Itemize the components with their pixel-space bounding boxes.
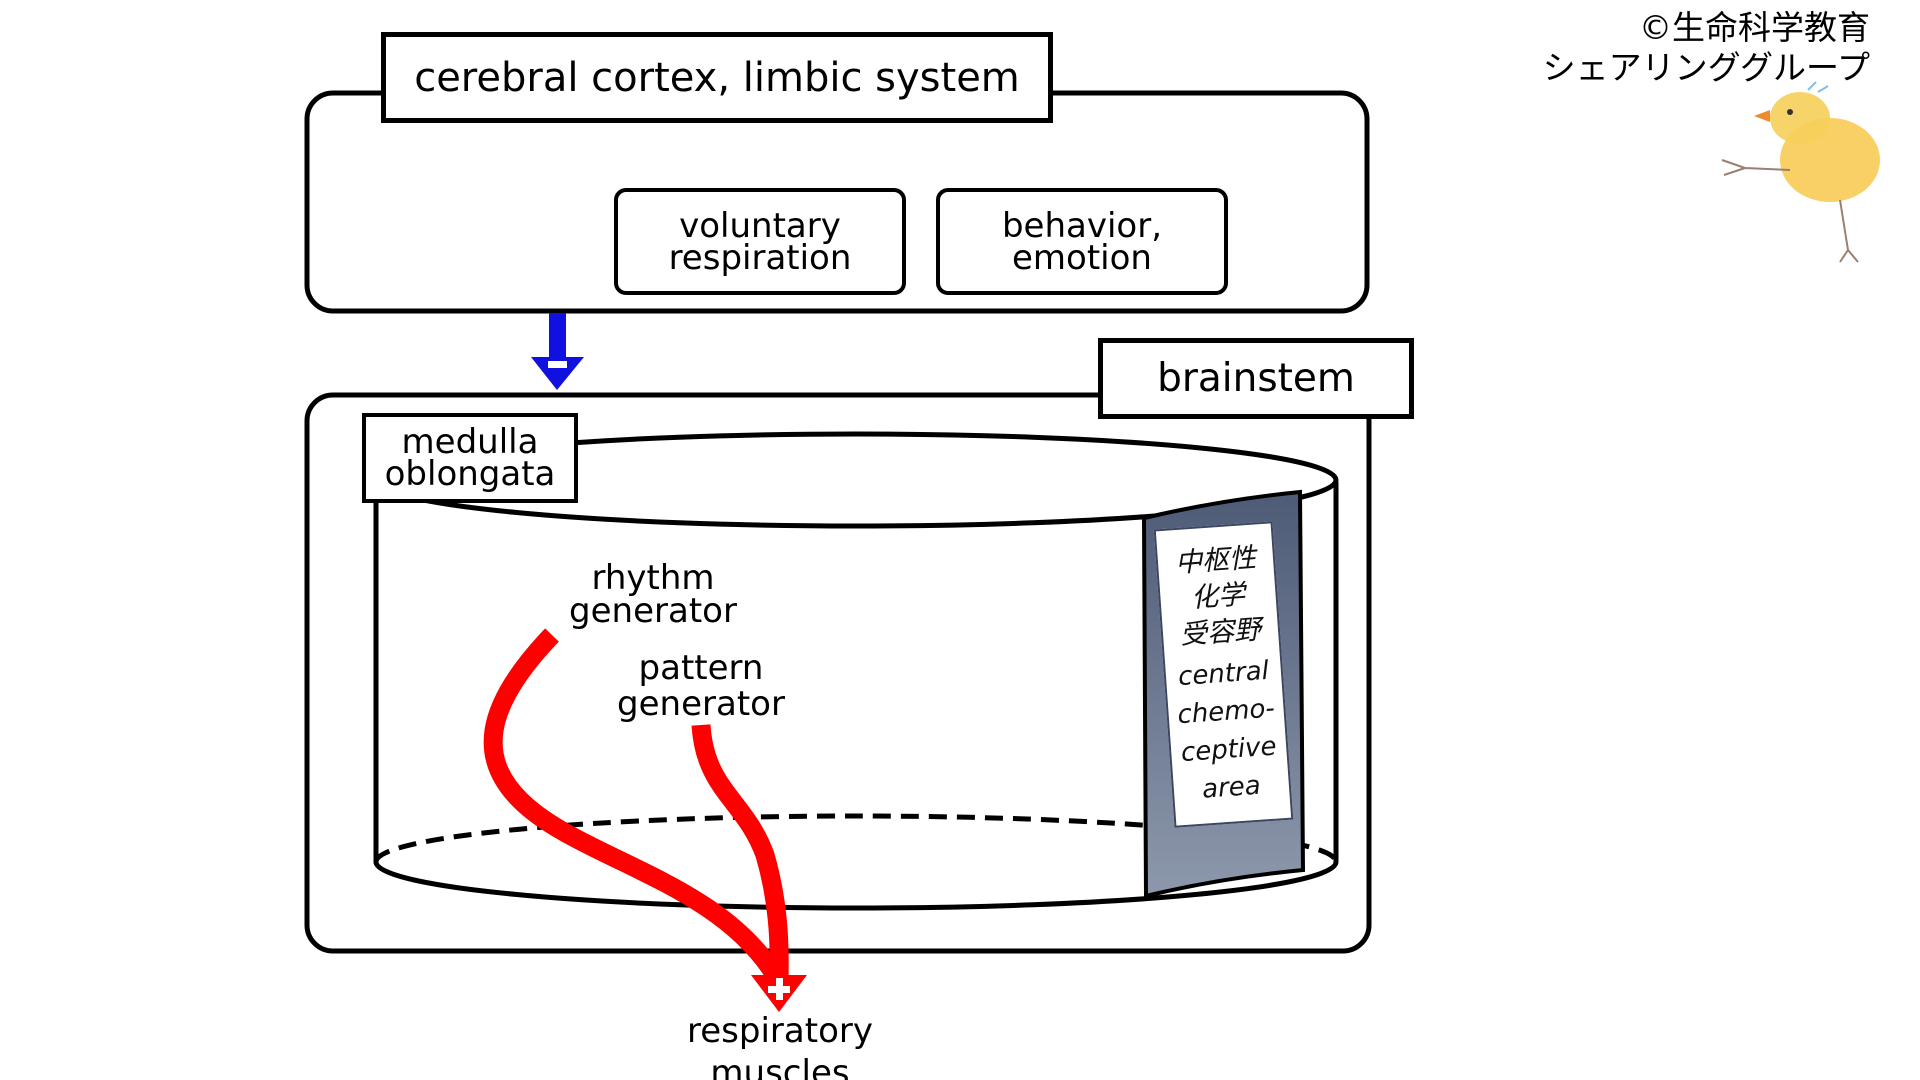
voluntary-respiration-box: voluntary respiration [614,188,906,295]
brainstem-title: brainstem [1157,356,1355,401]
voluntary-respiration-label: voluntary respiration [668,205,852,278]
chemoceptive-area-jp-label: 中枢性 化学 受容野 [1174,541,1263,651]
rhythm-generator-path [483,628,787,985]
behavior-emotion-box: behavior, emotion [936,188,1228,295]
inhibitory-arrow [531,313,584,390]
chemoceptive-area-en-label: central chemo- ceptive area [1176,655,1278,805]
central-chemoceptive-area-card: 中枢性 化学 受容野 central chemo- ceptive area [1153,521,1294,828]
brainstem-title-box: brainstem [1098,338,1414,419]
pattern-generator-label: pattern generator [617,648,785,724]
pattern-generator-path [691,724,789,981]
medulla-oblongata-label: medulla oblongata [384,422,556,494]
copyright-line-1: ©生命科学教育 [1639,8,1870,47]
behavior-emotion-label: behavior, emotion [1001,205,1163,278]
copyright-notice: ©生命科学教育 シェアリンググループ [1543,8,1870,88]
brainstem-region-box [304,392,1372,954]
medulla-oblongata-box: medulla oblongata [362,413,578,503]
copyright-line-2: シェアリンググループ [1542,48,1870,87]
excitatory-arrowhead [751,975,807,1012]
respiratory-muscles-label: respiratory muscles [687,1011,873,1080]
cortex-title-box: cerebral cortex, limbic system [381,32,1053,123]
cortex-title: cerebral cortex, limbic system [414,54,1020,101]
medulla-cylinder [373,431,1339,911]
inhibit-sign [548,361,567,368]
chick-mascot-icon [1721,81,1880,263]
excite-sign-v [776,978,783,1000]
rhythm-generator-label: rhythm generator [569,558,737,631]
